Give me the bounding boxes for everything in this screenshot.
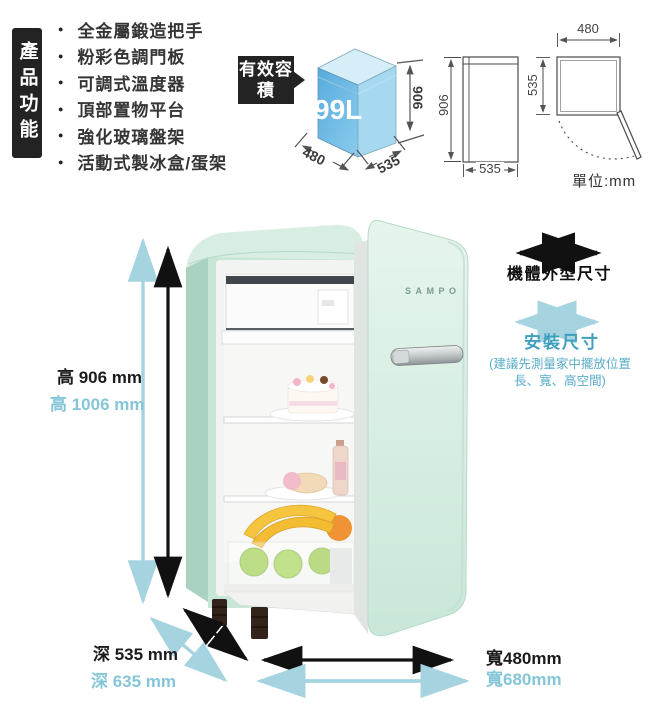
legend-body-label: 機體外型尺寸 — [507, 266, 613, 283]
capacity-dim-marks — [294, 59, 425, 171]
feature-panel: 產品功能 — [12, 28, 42, 158]
height-install-label: 高 1006 mm — [50, 395, 145, 414]
width-body-label: 寬480mm — [486, 649, 562, 668]
top-view-width-label: 480 — [577, 21, 599, 36]
fridge-door — [367, 219, 469, 637]
unit-label: 單位:mm — [572, 173, 637, 190]
feature-item: 頂部置物平台 — [58, 96, 227, 123]
legend-install-note-1: (建議先測量家中擺放位置 — [489, 357, 631, 371]
feature-item: 活動式製冰盒/蛋架 — [58, 149, 227, 176]
capacity-label: 有效容積 — [239, 59, 293, 100]
bottle — [332, 440, 349, 496]
brand-logo: SAMPO — [405, 286, 461, 296]
feature-item: 強化玻璃盤架 — [58, 122, 227, 149]
capacity-tag: 有效容積 — [238, 56, 305, 104]
bananas — [243, 504, 352, 549]
width-install-label: 寬680mm — [486, 670, 562, 689]
depth-body-label: 深 535 mm — [93, 645, 179, 664]
crisper-drawer — [224, 541, 356, 592]
feature-item: 粉彩色調門板 — [58, 43, 227, 70]
capacity-value: 99L — [314, 94, 363, 125]
feature-list: 全金屬鍛造把手 粉彩色調門板 可調式溫度器 頂部置物平台 強化玻璃盤架 活動式製… — [58, 16, 227, 175]
capacity-height-label: 906 — [409, 86, 426, 110]
top-view-depth-label: 535 — [524, 74, 540, 97]
door-handle — [390, 345, 464, 366]
dimension-arrows — [127, 232, 602, 699]
legend-install-label: 安裝尺寸 — [524, 333, 600, 352]
capacity-tag-arrow — [293, 71, 305, 89]
side-view-drawing — [444, 56, 519, 177]
feature-panel-title: 產品功能 — [16, 41, 38, 145]
freezer-compartment — [225, 273, 355, 331]
fridge-illustration — [186, 219, 469, 639]
cake — [269, 375, 355, 422]
legend-install-note-2: 長、寬、高空間) — [514, 374, 606, 388]
side-view-depth-label: 535 — [476, 161, 504, 177]
height-body-label: 高 906 mm — [57, 368, 143, 387]
pastry-plate — [264, 472, 342, 501]
depth-install-label: 深 635 mm — [91, 672, 177, 691]
install-depth-arrow — [149, 616, 228, 683]
fridge-side-panel — [186, 250, 208, 602]
capacity-3d-box — [317, 48, 397, 158]
top-view-drawing — [536, 33, 642, 160]
feature-item: 可調式溫度器 — [58, 69, 227, 96]
feature-item: 全金屬鍛造把手 — [58, 16, 227, 43]
side-view-height-label: 906 — [435, 94, 451, 117]
